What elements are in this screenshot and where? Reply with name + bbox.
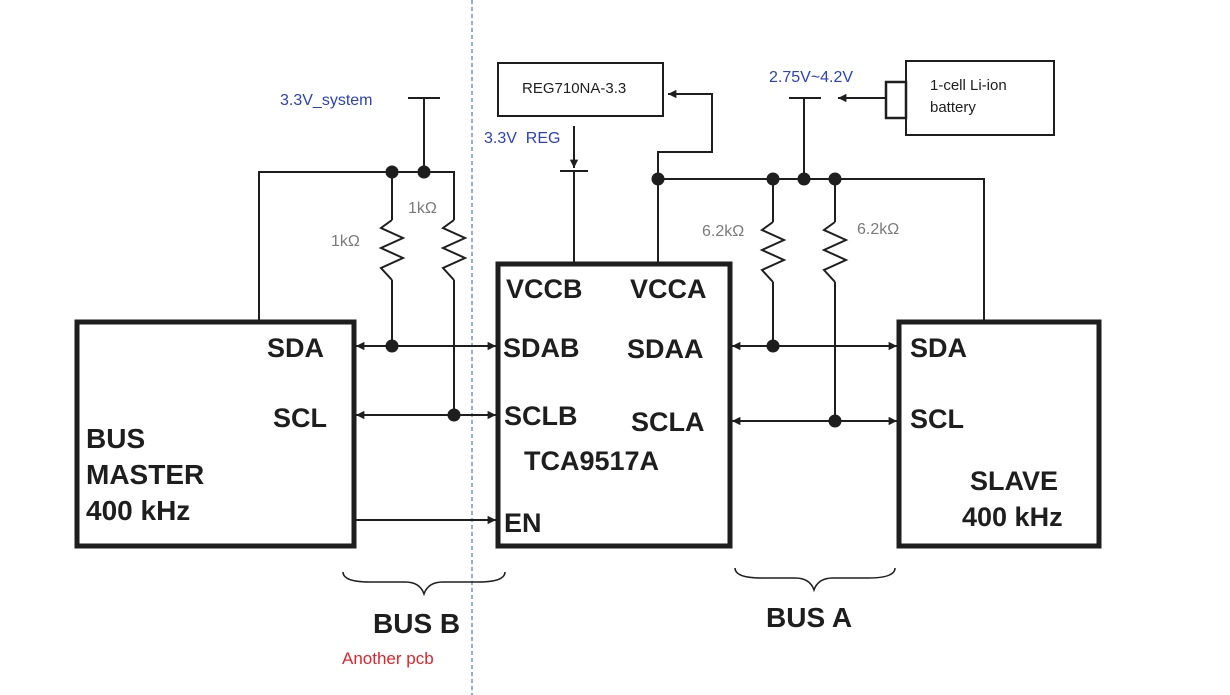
- junction-dot: [385, 339, 399, 353]
- junction-dot: [766, 172, 780, 186]
- regulator-label: REG710NA-3.3: [522, 80, 626, 97]
- resistor-label-r2: 1kΩ: [408, 200, 437, 217]
- junction-dot: [828, 172, 842, 186]
- ic-vccb-label: VCCB: [506, 274, 583, 304]
- rail-label-system: 3.3V_system: [280, 92, 372, 109]
- master-sda-label: SDA: [267, 333, 324, 363]
- bus-master-block: [74, 319, 357, 549]
- slave-scl-label: SCL: [910, 404, 964, 434]
- bus-a-brace: [734, 567, 896, 593]
- ic-vcca-label: VCCA: [630, 274, 707, 304]
- junction-dot: [417, 165, 431, 179]
- resistor-label-r3: 6.2kΩ: [702, 223, 744, 240]
- slave-title-line1: SLAVE: [970, 466, 1058, 496]
- regulator-block: [497, 62, 664, 117]
- battery-label-line2: battery: [930, 99, 976, 116]
- ic-sdaa-label: SDAA: [627, 334, 704, 364]
- master-title-line2: MASTER: [86, 459, 204, 490]
- ic-en-label: EN: [504, 508, 542, 538]
- ic-sclb-label: SCLB: [504, 401, 578, 431]
- junction-dots: [385, 165, 842, 428]
- battery-block: [905, 60, 1055, 136]
- bus-b-brace: [342, 571, 506, 597]
- junction-dot: [651, 172, 665, 186]
- rail-label-battery: 2.75V~4.2V: [769, 69, 853, 86]
- reg-input-wire: [657, 89, 713, 264]
- junction-dot: [828, 414, 842, 428]
- ic-sdab-label: SDAB: [503, 333, 580, 363]
- master-scl-label: SCL: [273, 403, 327, 433]
- junction-dot: [385, 165, 399, 179]
- ic-scla-label: SCLA: [631, 407, 705, 437]
- slave-title-line2: 400 kHz: [962, 502, 1063, 532]
- master-title-line1: BUS: [86, 423, 145, 454]
- resistor-label-r4: 6.2kΩ: [857, 221, 899, 238]
- slave-block: [896, 319, 1102, 549]
- battery-label-line1: 1-cell Li-ion: [930, 77, 1007, 94]
- another-pcb-label: Another pcb: [342, 649, 434, 668]
- system-rail-net: [258, 171, 455, 322]
- junction-dot: [797, 172, 811, 186]
- wires: [258, 89, 985, 525]
- r1-zigzag: [378, 219, 406, 281]
- bus-a-label: BUS A: [766, 602, 852, 633]
- bus-a-rail: [657, 152, 985, 322]
- rail-label-reg: 3.3V REG: [484, 130, 560, 147]
- junction-dot: [766, 339, 780, 353]
- slave-sda-label: SDA: [910, 333, 967, 363]
- resistor-label-r1: 1kΩ: [331, 233, 360, 250]
- bus-b-label: BUS B: [373, 608, 460, 639]
- battery-terminal: [884, 80, 908, 120]
- r2-zigzag: [440, 219, 468, 281]
- ic-part-label: TCA9517A: [524, 446, 659, 476]
- junction-dot: [447, 408, 461, 422]
- r4-zigzag: [821, 221, 849, 283]
- tca9517a-block: [495, 261, 733, 549]
- master-title-line3: 400 kHz: [86, 495, 190, 526]
- r3-zigzag: [759, 221, 787, 283]
